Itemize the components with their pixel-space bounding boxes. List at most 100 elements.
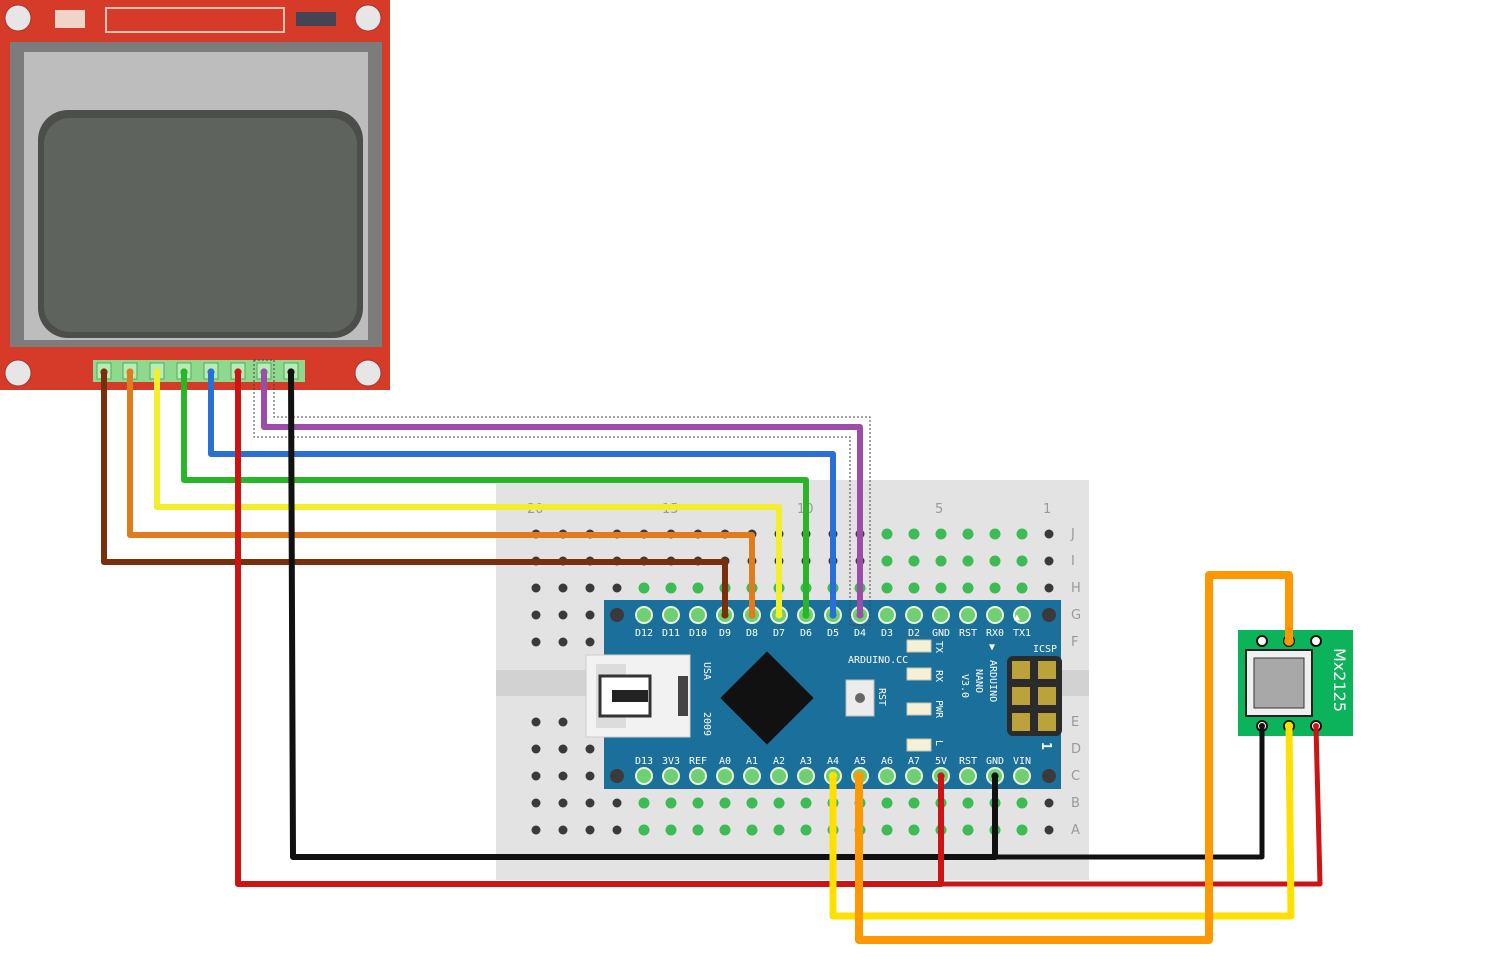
icsp-pin1-label: 1 [1038,742,1053,750]
breadboard-hole-connected [638,824,650,836]
breadboard-hole [585,771,595,781]
icsp-pin [1038,713,1056,731]
wire-sensor-yout-end [1284,721,1294,731]
breadboard-hole-connected [719,824,731,836]
icsp-label: ICSP [1033,644,1057,655]
nano-top-pin [986,606,1004,624]
lcd-header-strip [93,360,305,382]
wire-yellow [154,369,782,618]
l-led [906,738,932,752]
nano-bottom-pin [716,767,734,785]
header-mark-up: ▲ [1014,612,1020,623]
breadboard-hole-connected [692,797,704,809]
pin-label: A5 [854,756,866,767]
nano-pin-headers [610,606,1056,785]
reset-label: RST [876,688,887,706]
breadboard-hole [531,583,541,593]
nokia-lcd-module [0,0,390,390]
row-letter: I [1071,554,1075,569]
breadboard-hole [1044,825,1054,835]
led-label: RX [933,670,944,682]
lcd-pin-header [93,360,305,382]
breadboard-hole [531,744,541,754]
pin-label: D8 [746,628,758,639]
nano-bottom-pin [878,767,896,785]
breadboard-hole [1044,798,1054,808]
breadboard-hole-connected [908,824,920,836]
breadboard-hole-connected [881,582,893,594]
breadboard-hole-connected [962,797,974,809]
pin-label: D7 [773,628,785,639]
wire-black-gnd-end [287,368,295,376]
wire-purple-end [260,368,268,376]
mount-hole [354,4,382,32]
smd-part [55,10,85,28]
breadboard-hole [585,637,595,647]
breadboard-hole-connected [908,555,920,567]
breadboard-hole [558,825,568,835]
pin-label: RST [959,756,977,767]
wire-sensor-5v-end [1313,723,1319,729]
wire-green-end [802,611,810,619]
pin-label: D4 [854,628,866,639]
nano-bottom-pin [959,767,977,785]
usb-pins [678,676,688,716]
wire-black-gnd-end [991,772,999,780]
row-letter: D [1071,742,1081,757]
pin-label: A2 [773,756,785,767]
sensor-top-pin [1310,635,1322,647]
breadboard-hole-connected [638,582,650,594]
nano-mount-hole [1042,769,1056,783]
status-leds: TX RX PWR L [906,639,944,752]
breadboard-hole-connected [962,555,974,567]
nano-top-pin [689,606,707,624]
breadboard-hole [1044,583,1054,593]
breadboard-hole [612,583,622,593]
breadboard-hole-connected [665,582,677,594]
breadboard-hole [558,717,568,727]
breadboard-hole-connected [773,824,785,836]
nano-top-pin [959,606,977,624]
arduino-nano: D12 D11 D10 D9 D8 D7 D6 D5 D4 D3 D2 GND … [585,600,1062,789]
nano-mount-hole [610,769,624,783]
row-letter: G [1071,608,1081,623]
column-number: 1 [1043,502,1051,517]
brand-label: ARDUINO.CC [848,655,908,666]
wire-red-5v [235,369,944,887]
microcontroller-chip [720,651,814,745]
breadboard-hole-connected [746,824,758,836]
breadboard-hole-connected [962,528,974,540]
breadboard-hole [531,717,541,727]
rx-led [906,667,932,681]
pin-label: A1 [746,756,758,767]
wire-brown-end [100,368,108,376]
row-letter: H [1071,581,1081,596]
top-header [105,7,285,33]
row-letter: F [1071,635,1078,650]
led-label: PWR [933,700,944,719]
breadboard-hole [1044,529,1054,539]
breadboard-hole [585,798,595,808]
pin-label: A7 [908,756,920,767]
pin-label: D9 [719,628,731,639]
wires [100,359,1323,944]
smd-part [296,12,336,26]
breadboard-hole-connected [908,582,920,594]
mount-hole [4,4,32,32]
breadboard-hole-connected [692,582,704,594]
breadboard-hole [585,825,595,835]
model-line2: NANO [973,669,984,693]
selection-outline [253,359,871,626]
wire-brown [101,369,728,618]
row-letter: C [1071,769,1080,784]
breadboard-hole-connected [719,797,731,809]
breadboard-hole-connected [881,528,893,540]
breadboard-hole-connected [935,528,947,540]
pin-label: RST [959,628,977,639]
breadboard-hole-connected [881,797,893,809]
nano-bottom-pin [797,767,815,785]
breadboard-row-letters: J I H G F E D C B A [1070,527,1081,838]
pin-label: TX1 [1013,628,1031,639]
wire-sensor-xout-end [854,771,864,781]
